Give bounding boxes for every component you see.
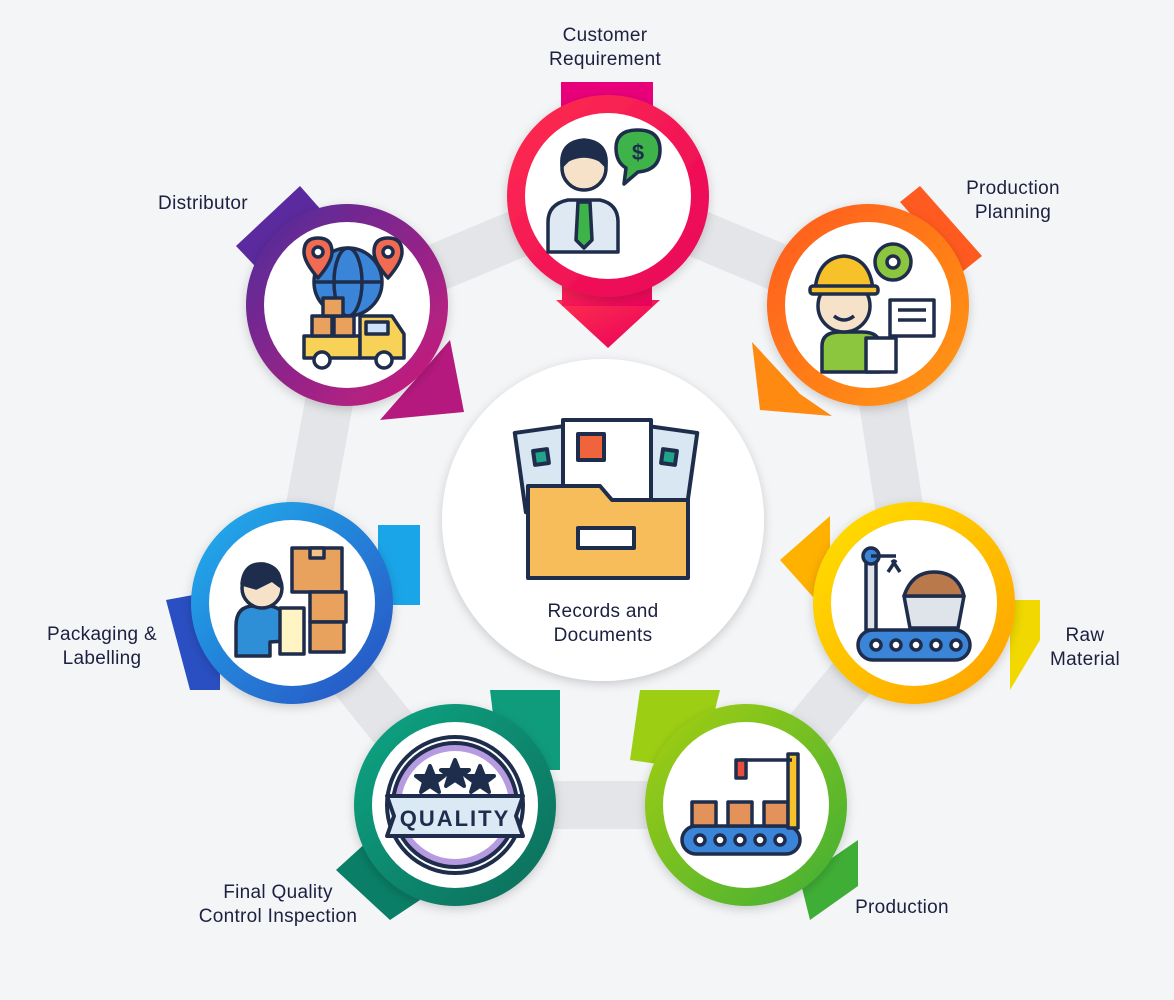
arrow-planning (752, 186, 982, 416)
engineer-planning-icon (808, 242, 936, 374)
center-label: Records and Documents (547, 601, 659, 646)
step-label-final-quality: Final Quality Control Inspection (198, 882, 358, 927)
production-conveyor-icon (680, 752, 802, 856)
svg-text:QUALITY: QUALITY (400, 806, 511, 831)
packaging-worker-icon (234, 546, 348, 658)
step-label-packaging: Packaging & Labelling (47, 624, 157, 669)
step-label-raw-material: Raw Material (1050, 625, 1120, 670)
quality-stamp-icon: QUALITY (385, 735, 525, 875)
distribution-globe-truck-icon (302, 236, 406, 370)
step-label-distributor: Distributor (158, 193, 248, 214)
step-circle-packaging (191, 502, 393, 704)
svg-text:$: $ (632, 140, 644, 165)
folder-documents-icon (512, 418, 700, 580)
customer-person-dollar-icon: $ (546, 128, 662, 254)
step-label-production-planning: Production Planning (966, 178, 1060, 223)
step-label-production: Production (855, 897, 949, 918)
raw-material-conveyor-icon (856, 546, 972, 662)
step-circle-customer (507, 95, 709, 297)
step-label-customer-requirement: Customer Requirement (548, 25, 662, 70)
